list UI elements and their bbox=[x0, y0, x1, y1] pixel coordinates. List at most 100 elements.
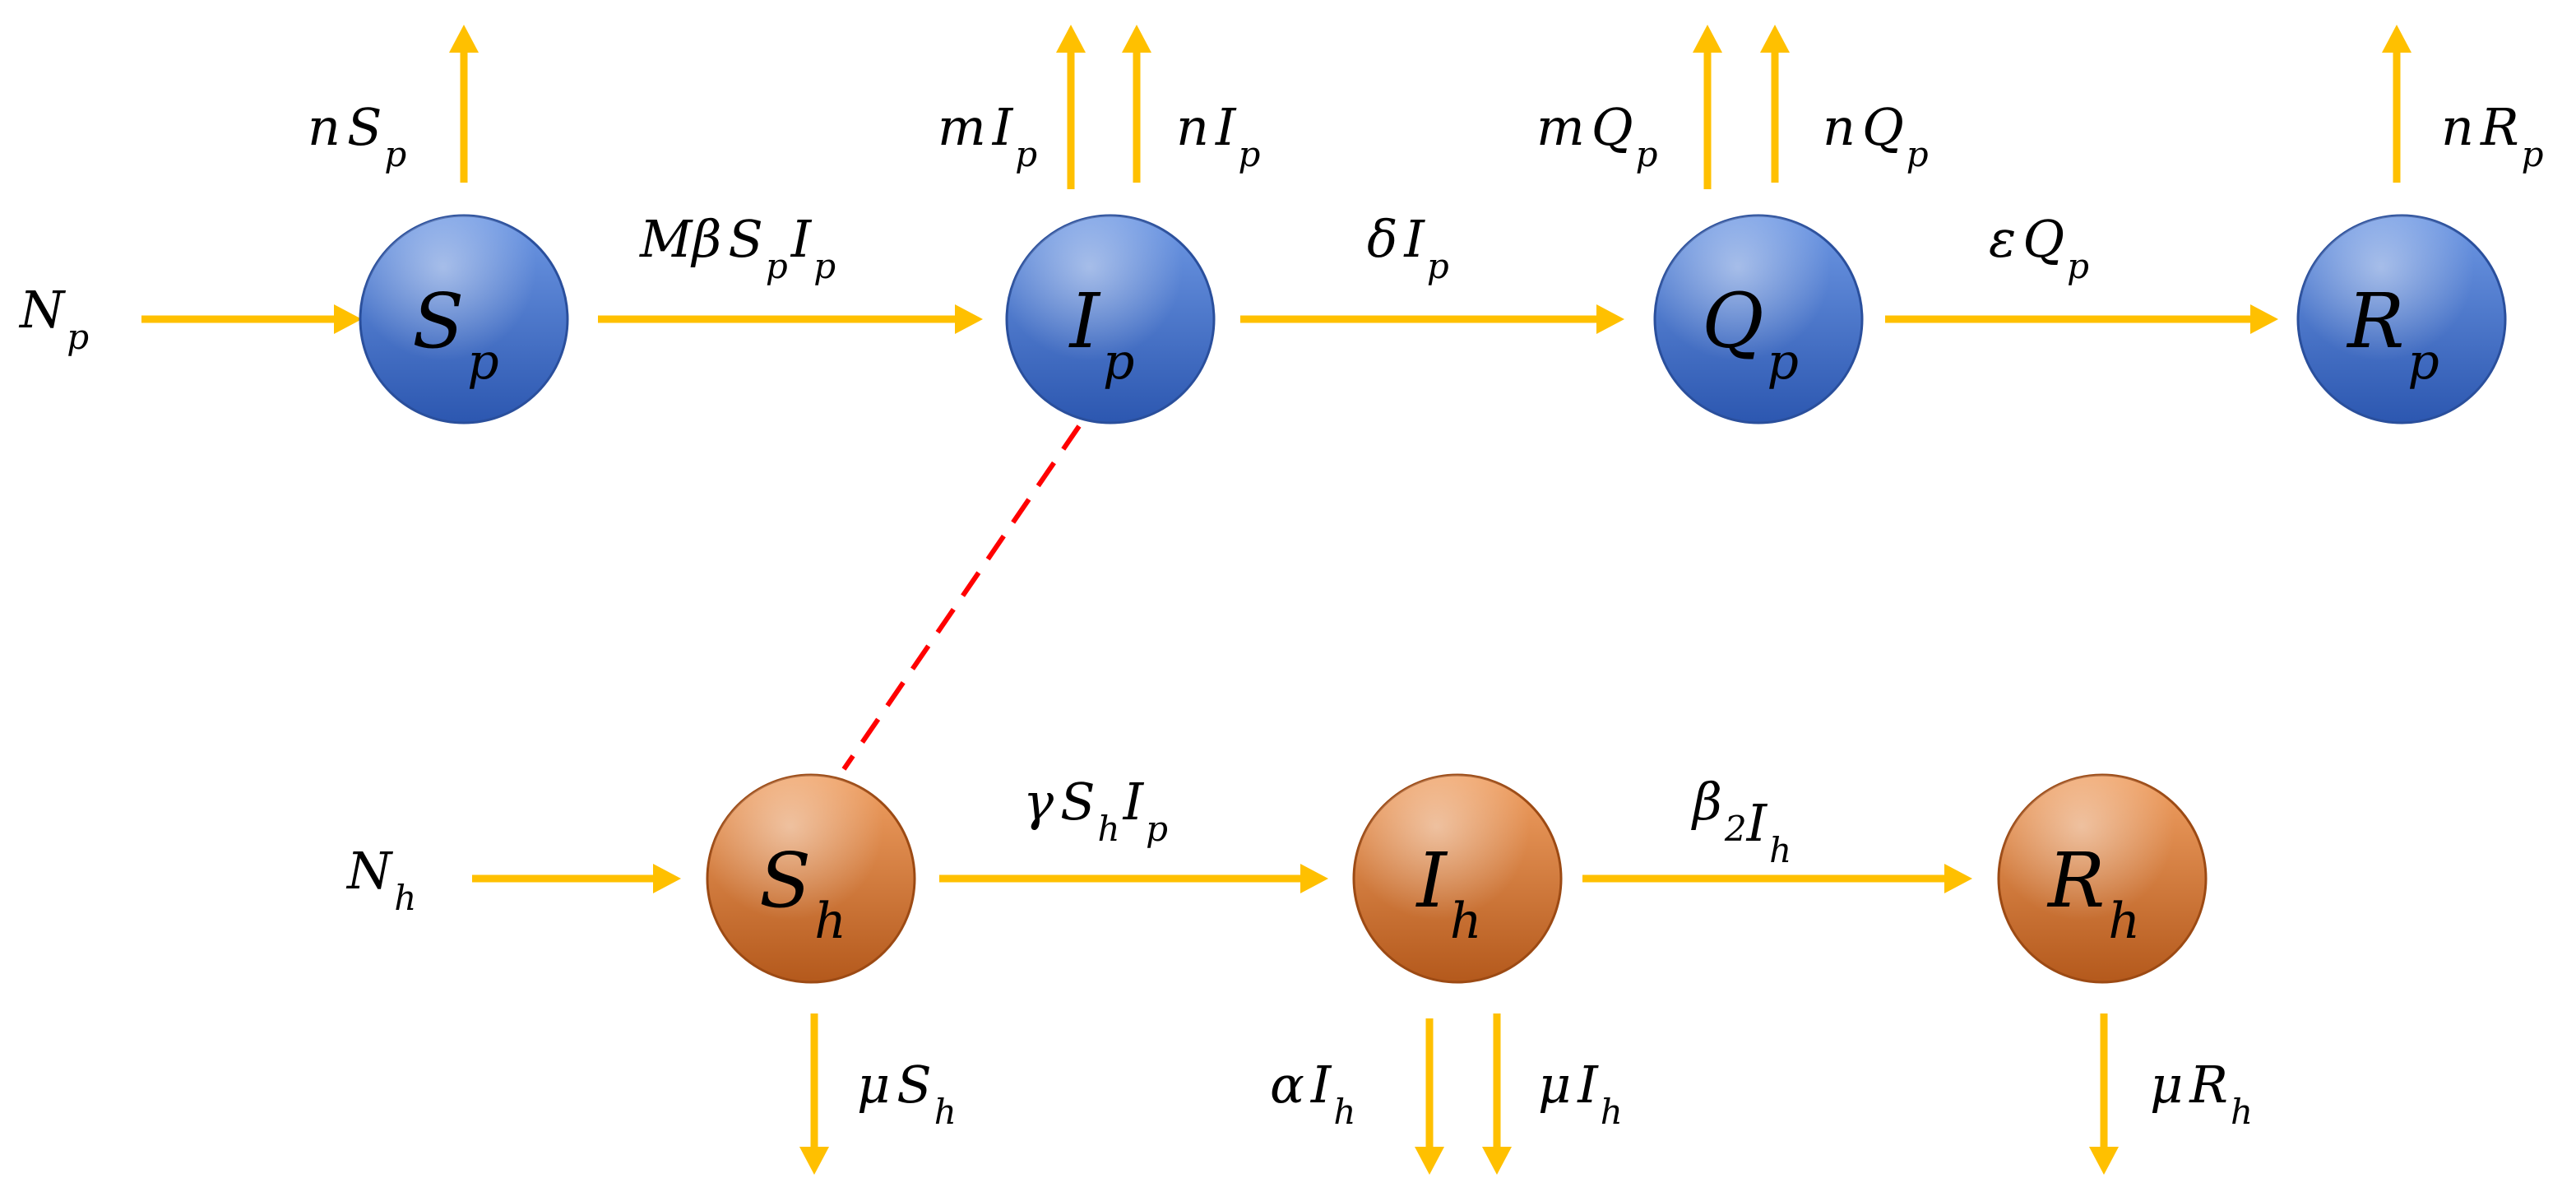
label-symbol: I bbox=[1215, 97, 1237, 157]
label-symbol: S bbox=[1060, 772, 1095, 832]
label-symbol: R bbox=[2189, 1055, 2228, 1115]
arrow-Sh-to-Ih-head bbox=[1300, 864, 1328, 893]
node-highlight bbox=[1999, 775, 2206, 982]
node-I-h: Ih bbox=[1352, 773, 1563, 984]
label-symbol: m bbox=[938, 97, 986, 157]
node-label-main: R bbox=[2046, 837, 2105, 925]
arrow-exit-mQp-head bbox=[1693, 25, 1722, 53]
label-symbol: n bbox=[1823, 97, 1856, 157]
node-label-sub: p bbox=[1103, 333, 1134, 391]
node-R-p: Rp bbox=[2296, 214, 2507, 424]
label-subscript: p bbox=[2067, 246, 2089, 286]
label-symbol: Q bbox=[1591, 97, 1633, 157]
node-highlight bbox=[1655, 216, 1862, 423]
flow-arrows bbox=[141, 25, 2412, 1175]
label-symbol: m bbox=[1536, 97, 1585, 157]
arrow-inflow-Nh bbox=[472, 864, 681, 893]
node-label: Rh bbox=[2046, 837, 2140, 950]
label-symbol: μ bbox=[1538, 1055, 1571, 1115]
arrow-exit-muRh bbox=[2089, 1013, 2119, 1175]
arrow-Ip-to-Qp bbox=[1240, 304, 1624, 334]
label-subscript: p bbox=[67, 317, 89, 357]
arrow-exit-muSh bbox=[799, 1013, 829, 1175]
node-label-sub: p bbox=[2407, 333, 2439, 391]
arrow-exit-nRp-head bbox=[2382, 25, 2412, 53]
node-S-p: Sp bbox=[359, 214, 569, 424]
node-label-sub: p bbox=[467, 333, 498, 391]
label-subscript: p bbox=[384, 134, 406, 174]
label-symbol: n bbox=[2441, 97, 2474, 157]
label-subscript: h bbox=[1098, 809, 1120, 849]
arrow-inflow-Np bbox=[141, 304, 362, 334]
rate-label-N_p: Np bbox=[18, 280, 89, 357]
node-label: Ih bbox=[1415, 837, 1482, 950]
arrow-inflow-Nh-head bbox=[653, 864, 681, 893]
arrow-exit-muRh-head bbox=[2089, 1147, 2119, 1175]
label-symbol: N bbox=[345, 841, 394, 901]
label-symbol: n bbox=[1176, 97, 1209, 157]
label-symbol: n bbox=[308, 97, 341, 157]
node-S-h: Sh bbox=[706, 773, 916, 984]
rate-label-N_h: Nh bbox=[345, 841, 416, 918]
label-symbol: S bbox=[347, 97, 382, 157]
node-label-sub: h bbox=[2108, 893, 2140, 950]
label-subscript: p bbox=[2522, 134, 2544, 174]
infection-link-dashed bbox=[841, 424, 1082, 771]
label-symbol: ε bbox=[1989, 209, 2016, 269]
rate-label-beta2Ih: β2Ih bbox=[1691, 772, 1791, 870]
node-label-main: Q bbox=[1702, 277, 1763, 365]
node-label-main: I bbox=[1068, 277, 1101, 365]
label-subscript: p bbox=[1427, 246, 1449, 286]
node-highlight bbox=[2298, 216, 2505, 423]
arrow-exit-nRp bbox=[2382, 25, 2412, 183]
label-symbol: S bbox=[728, 209, 762, 269]
label-symbol: I bbox=[1746, 793, 1768, 853]
label-symbol: Mβ bbox=[639, 209, 721, 269]
label-subscript: h bbox=[1601, 1092, 1623, 1132]
label-subscript: p bbox=[813, 246, 836, 286]
node-label-sub: h bbox=[814, 893, 846, 950]
arrow-exit-nQp-head bbox=[1760, 25, 1790, 53]
label-subscript: h bbox=[394, 878, 416, 918]
node-label: Sh bbox=[759, 837, 846, 950]
node-highlight bbox=[360, 216, 568, 423]
arrow-Ip-to-Qp-head bbox=[1596, 304, 1624, 334]
label-symbol: I bbox=[1123, 772, 1145, 832]
label-subscript: p bbox=[766, 246, 788, 286]
node-I-p: Ip bbox=[1005, 214, 1216, 424]
node-label-main: S bbox=[412, 277, 464, 365]
label-subscript: p bbox=[1636, 134, 1658, 174]
arrow-Qp-to-Rp-head bbox=[2250, 304, 2278, 334]
label-symbol: I bbox=[1577, 1055, 1599, 1115]
label-symbol: α bbox=[1270, 1055, 1304, 1115]
label-symbol: N bbox=[18, 280, 67, 340]
label-symbol: μ bbox=[857, 1055, 890, 1115]
arrow-Qp-to-Rp bbox=[1885, 304, 2278, 334]
arrow-Sp-to-Ip-head bbox=[955, 304, 983, 334]
arrow-inflow-Np-head bbox=[334, 304, 362, 334]
label-subscript: p bbox=[1146, 809, 1168, 849]
node-R-h: Rh bbox=[1997, 773, 2208, 984]
label-subscript: p bbox=[1238, 134, 1260, 174]
arrow-Ih-to-Rh-head bbox=[1944, 864, 1972, 893]
label-subscript: p bbox=[1907, 134, 1929, 174]
node-label-sub: p bbox=[1768, 333, 1799, 391]
node-highlight bbox=[707, 775, 915, 982]
label-symbol: I bbox=[1310, 1055, 1332, 1115]
arrow-exit-mIp bbox=[1056, 25, 1086, 189]
arrow-exit-muSh-head bbox=[799, 1147, 829, 1175]
